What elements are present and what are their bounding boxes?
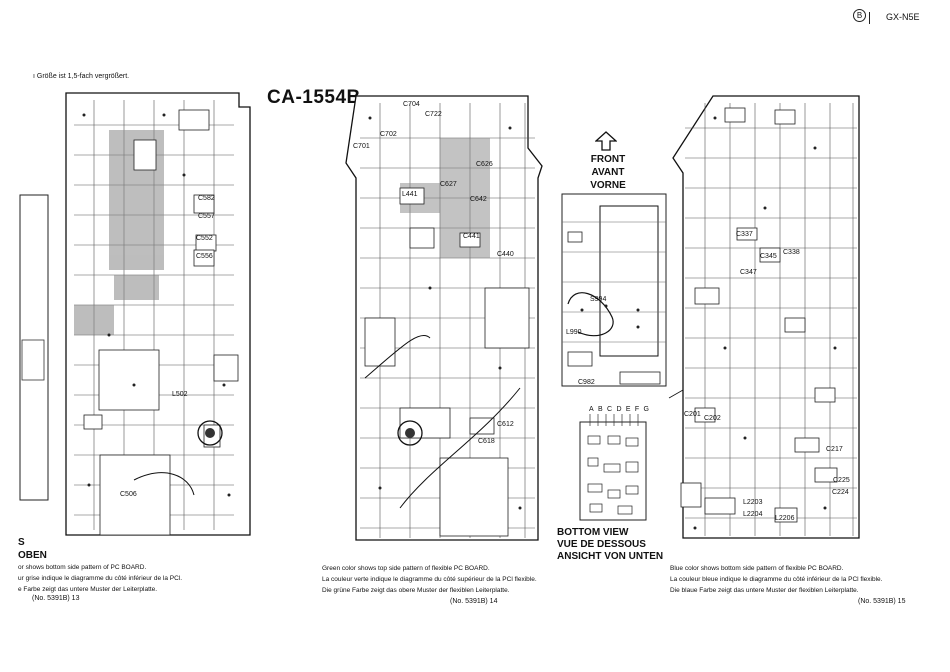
inset-label-1: S994 [590, 296, 607, 303]
b3-label-5: C217 [826, 446, 843, 453]
b2-label-11: C618 [478, 438, 495, 445]
b3-label-11: C201 [684, 411, 701, 418]
pcb-board-center [340, 88, 555, 548]
pcb-flexible-inset [560, 192, 670, 392]
left-caption-line1: or shows bottom side pattern of PC BOARD… [18, 564, 147, 571]
b3-label-2: C347 [740, 269, 757, 276]
b3-label-6: C225 [833, 477, 850, 484]
b1-label-6: C506 [120, 491, 137, 498]
connector-letter-b: B [598, 406, 603, 413]
pcb-connector-small [578, 414, 650, 524]
page-title: CA-1554B [267, 87, 361, 108]
b2-label-10: L441 [402, 191, 418, 198]
bottom-view-en: BOTTOM VIEW [557, 527, 629, 538]
bottom-view-block: BOTTOM VIEW VUE DE DESSOUS ANSICHT VON U… [557, 527, 663, 563]
model-code: GX-N5E [886, 12, 920, 22]
pcb-board-left [14, 85, 266, 545]
b2-label-7: C642 [470, 196, 487, 203]
b1-label-2: C557 [198, 213, 215, 220]
connector-letter-e: E [625, 406, 631, 413]
left-caption-s: S [18, 537, 25, 548]
left-caption-block: S OBEN or shows bottom side pattern of P… [18, 537, 182, 602]
connector-letter-c: C [607, 406, 613, 413]
center-caption-line3: Die grüne Farbe zeigt das obere Muster d… [322, 587, 510, 594]
b3-label-4: C337 [736, 231, 753, 238]
pcb-board-right [665, 88, 865, 550]
center-caption-line2: La couleur verte indique le diagramme du… [322, 576, 537, 583]
front-label-block: FRONT AVANT VORNE [588, 153, 628, 192]
b2-label-8: C441 [463, 233, 480, 240]
connector-letter-f: F [634, 406, 640, 413]
bottom-view-de: ANSICHT VON UNTEN [557, 551, 664, 562]
scale-note: ı Größe ist 1,5-fach vergrößert. [33, 73, 130, 80]
right-caption-line2: La couleur bleue indique le diagramme du… [670, 576, 883, 583]
b2-label-3: C704 [403, 101, 420, 108]
left-caption-oben: OBEN [18, 550, 47, 561]
b1-label-3: C552 [196, 235, 213, 242]
b2-label-5: C627 [440, 181, 457, 188]
b3-label-12: C202 [704, 415, 721, 422]
b3-label-1: C345 [760, 253, 777, 260]
b3-label-10: L2206 [775, 515, 795, 522]
b2-label-4: C722 [425, 111, 442, 118]
b1-label-5: L502 [172, 391, 188, 398]
b2-label-1: C701 [353, 143, 370, 150]
b3-label-3: C338 [783, 249, 800, 256]
avant-label: AVANT [591, 167, 625, 178]
left-caption-line3: e Farbe zeigt das untere Muster der Leit… [18, 586, 158, 593]
header-divider [869, 12, 870, 24]
b2-label-6: C626 [476, 161, 493, 168]
b1-label-4: C556 [196, 253, 213, 260]
connector-letter-a: A [589, 406, 594, 413]
vorne-label: VORNE [590, 180, 626, 191]
b2-label-9: C440 [497, 251, 514, 258]
b2-label-2: C702 [380, 131, 397, 138]
header-circle-badge: B [853, 9, 866, 22]
connector-letter-d: D [616, 406, 622, 413]
bottom-view-fr: VUE DE DESSOUS [557, 539, 646, 550]
inset-label-2: L990 [566, 329, 582, 336]
right-caption-block: Blue color shows bottom side pattern of … [670, 563, 882, 596]
b3-label-9: L2204 [743, 511, 763, 518]
connector-letters: A B C D E F G [589, 405, 649, 414]
page-number-15: (No. 5391B) 15 [858, 598, 906, 605]
page-number-14: (No. 5391B) 14 [450, 598, 498, 605]
b1-label-1: C582 [198, 195, 215, 202]
circle-letter: B [856, 11, 863, 20]
b3-label-7: C224 [832, 489, 849, 496]
page-number-13: (No. 5391B) 13 [32, 595, 80, 602]
center-caption-line1: Green color shows top side pattern of fl… [322, 565, 490, 572]
front-arrow-icon [595, 131, 617, 151]
inset-label-3: C982 [578, 379, 595, 386]
b2-label-12: C612 [497, 421, 514, 428]
left-caption-line2: ur grise indique le diagramme du côté in… [18, 575, 183, 582]
b3-label-8: L2203 [743, 499, 763, 506]
connector-letter-g: G [643, 406, 649, 413]
right-caption-line1: Blue color shows bottom side pattern of … [670, 565, 844, 572]
front-label: FRONT [590, 154, 626, 165]
right-caption-line3: Die blaue Farbe zeigt das untere Muster … [670, 587, 859, 594]
center-caption-block: Green color shows top side pattern of fl… [322, 563, 537, 596]
